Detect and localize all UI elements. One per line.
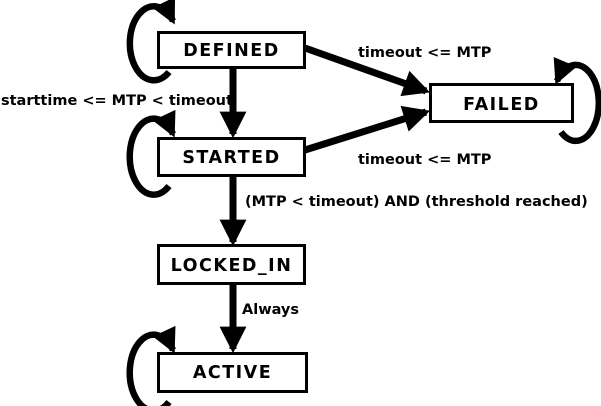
state-label-defined: DEFINED [183, 41, 280, 61]
label-started-to-locked-in: (MTP < timeout) AND (threshold reached) [245, 194, 588, 210]
state-label-active: ACTIVE [193, 363, 272, 383]
state-box-started [157, 137, 306, 177]
self-loop-started-arrow [126, 109, 176, 198]
self-loop-active-arrow [126, 325, 176, 406]
state-box-failed [429, 83, 574, 123]
state-label-started: STARTED [182, 148, 280, 168]
label-defined-to-failed: timeout <= MTP [358, 45, 492, 61]
self-loop-failed-arrow [553, 56, 601, 145]
label-defined-to-started: starttime <= MTP < timeout [1, 93, 233, 109]
label-locked-in-to-active: Always [242, 302, 299, 318]
state-label-locked-in: LOCKED_IN [171, 256, 293, 276]
arrow-defined-to-failed [303, 44, 430, 97]
label-started-to-failed: timeout <= MTP [358, 152, 492, 168]
arrow-started-to-failed [303, 105, 431, 154]
self-loop-defined-arrow [126, 0, 176, 84]
state-box-defined [157, 31, 306, 69]
state-box-locked-in [157, 244, 306, 285]
state-box-active [157, 352, 308, 393]
state-label-failed: FAILED [463, 95, 540, 115]
